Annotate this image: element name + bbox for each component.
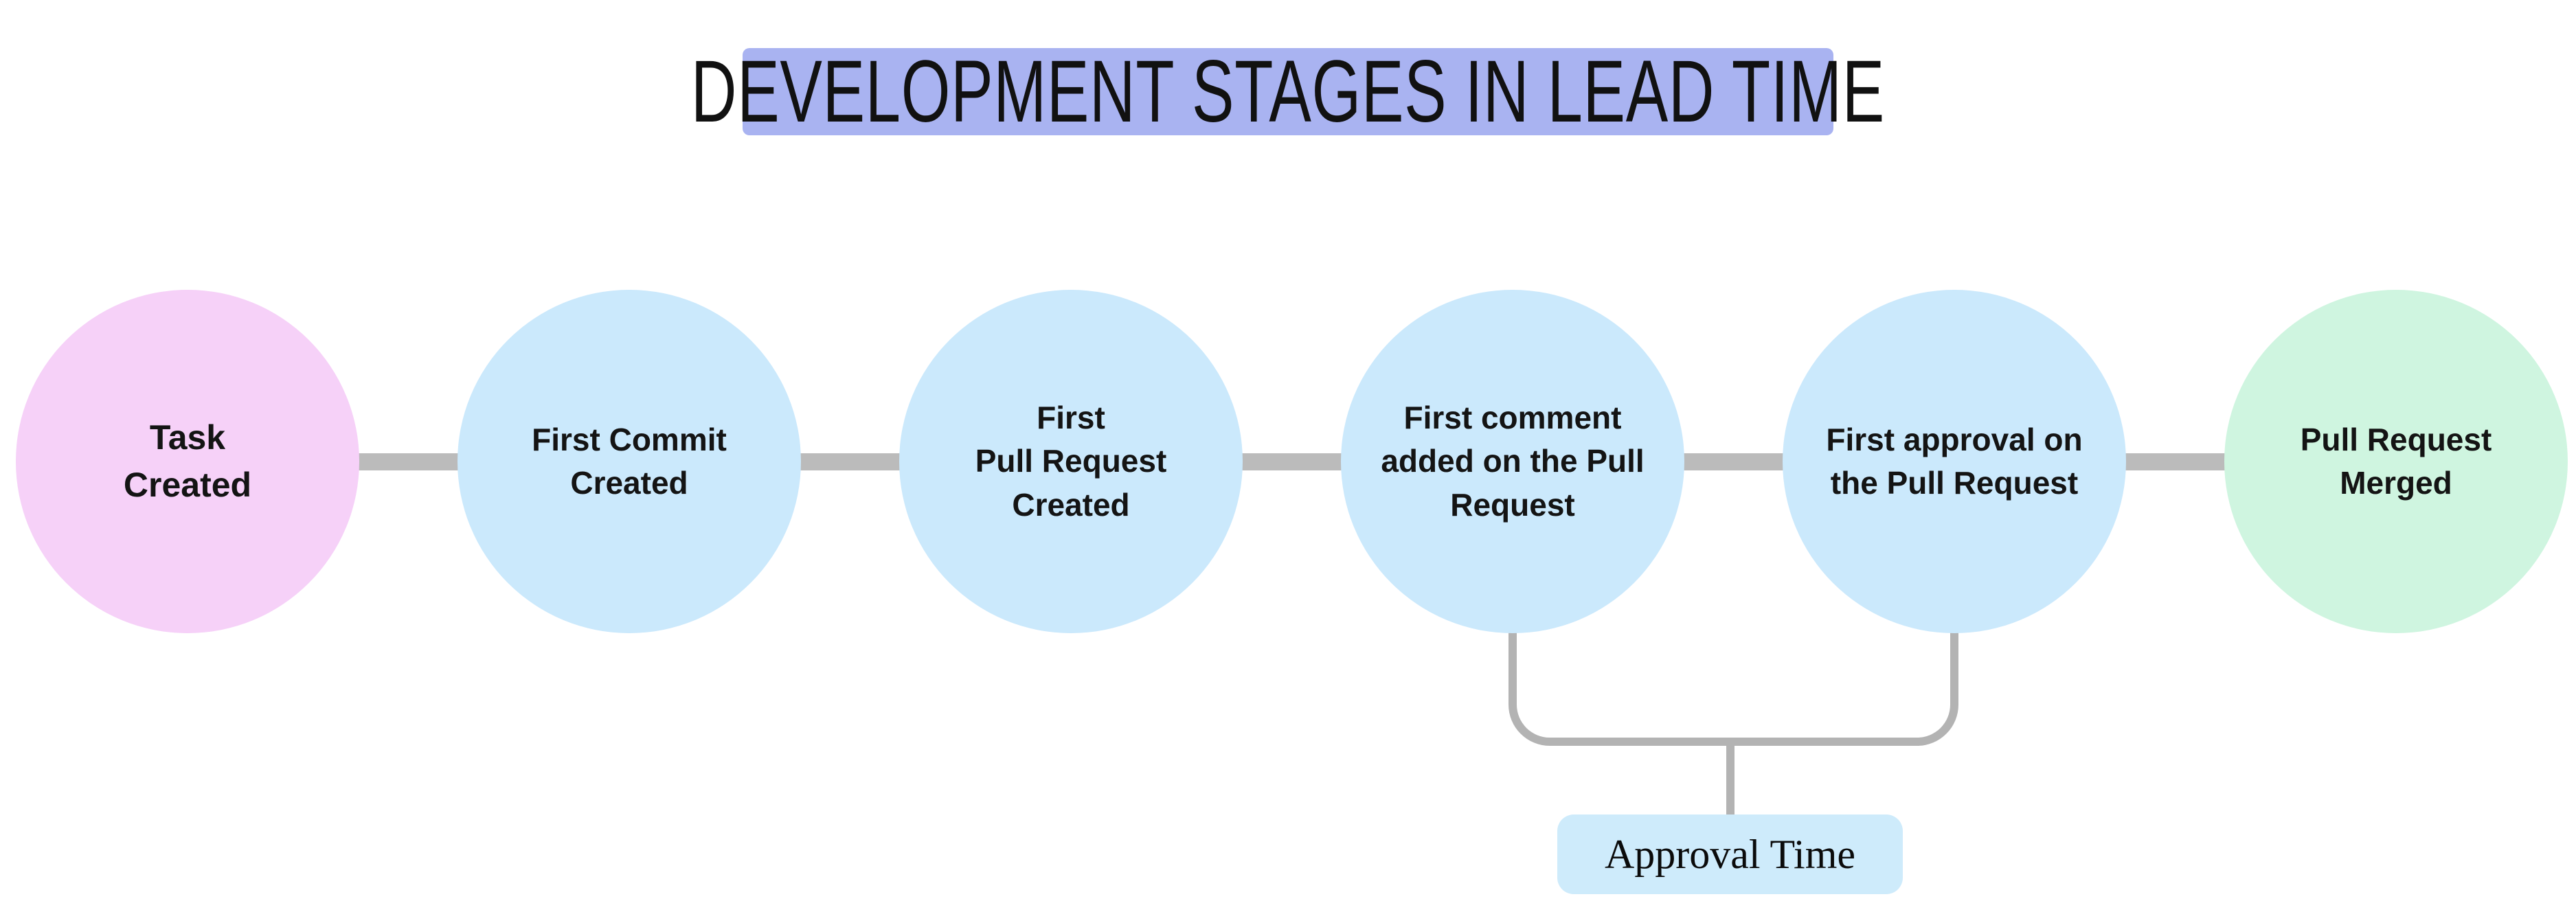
stage-pull-request-merged: Pull Request Merged: [2224, 290, 2568, 633]
approval-time-bracket: [1509, 625, 1958, 746]
stage-first-approval: First approval on the Pull Request: [1783, 290, 2126, 633]
stage-label-first-approval: First approval on the Pull Request: [1826, 421, 2083, 501]
stage-label-first-commit: First Commit Created: [532, 421, 727, 501]
stage-label-task-created: Task Created: [123, 418, 252, 504]
approval-time-bracket-stem: [1726, 746, 1735, 815]
diagram-title: DEVELOPMENT STAGES IN LEAD TIME: [691, 42, 1885, 141]
approval-time-label: Approval Time: [1604, 831, 1856, 877]
title-banner: DEVELOPMENT STAGES IN LEAD TIME: [691, 47, 1884, 135]
stage-first-commit: First Commit Created: [457, 290, 801, 633]
stage-first-comment: First comment added on the Pull Request: [1341, 290, 1684, 633]
stage-label-pull-request-merged: Pull Request Merged: [2300, 421, 2492, 501]
approval-time-box: Approval Time: [1557, 814, 1903, 894]
stage-label-first-pull-request: First Pull Request Created: [975, 399, 1167, 523]
stage-first-pull-request: First Pull Request Created: [899, 290, 1243, 633]
stage-label-first-comment: First comment added on the Pull Request: [1381, 399, 1645, 523]
stage-task-created: Task Created: [16, 290, 359, 633]
